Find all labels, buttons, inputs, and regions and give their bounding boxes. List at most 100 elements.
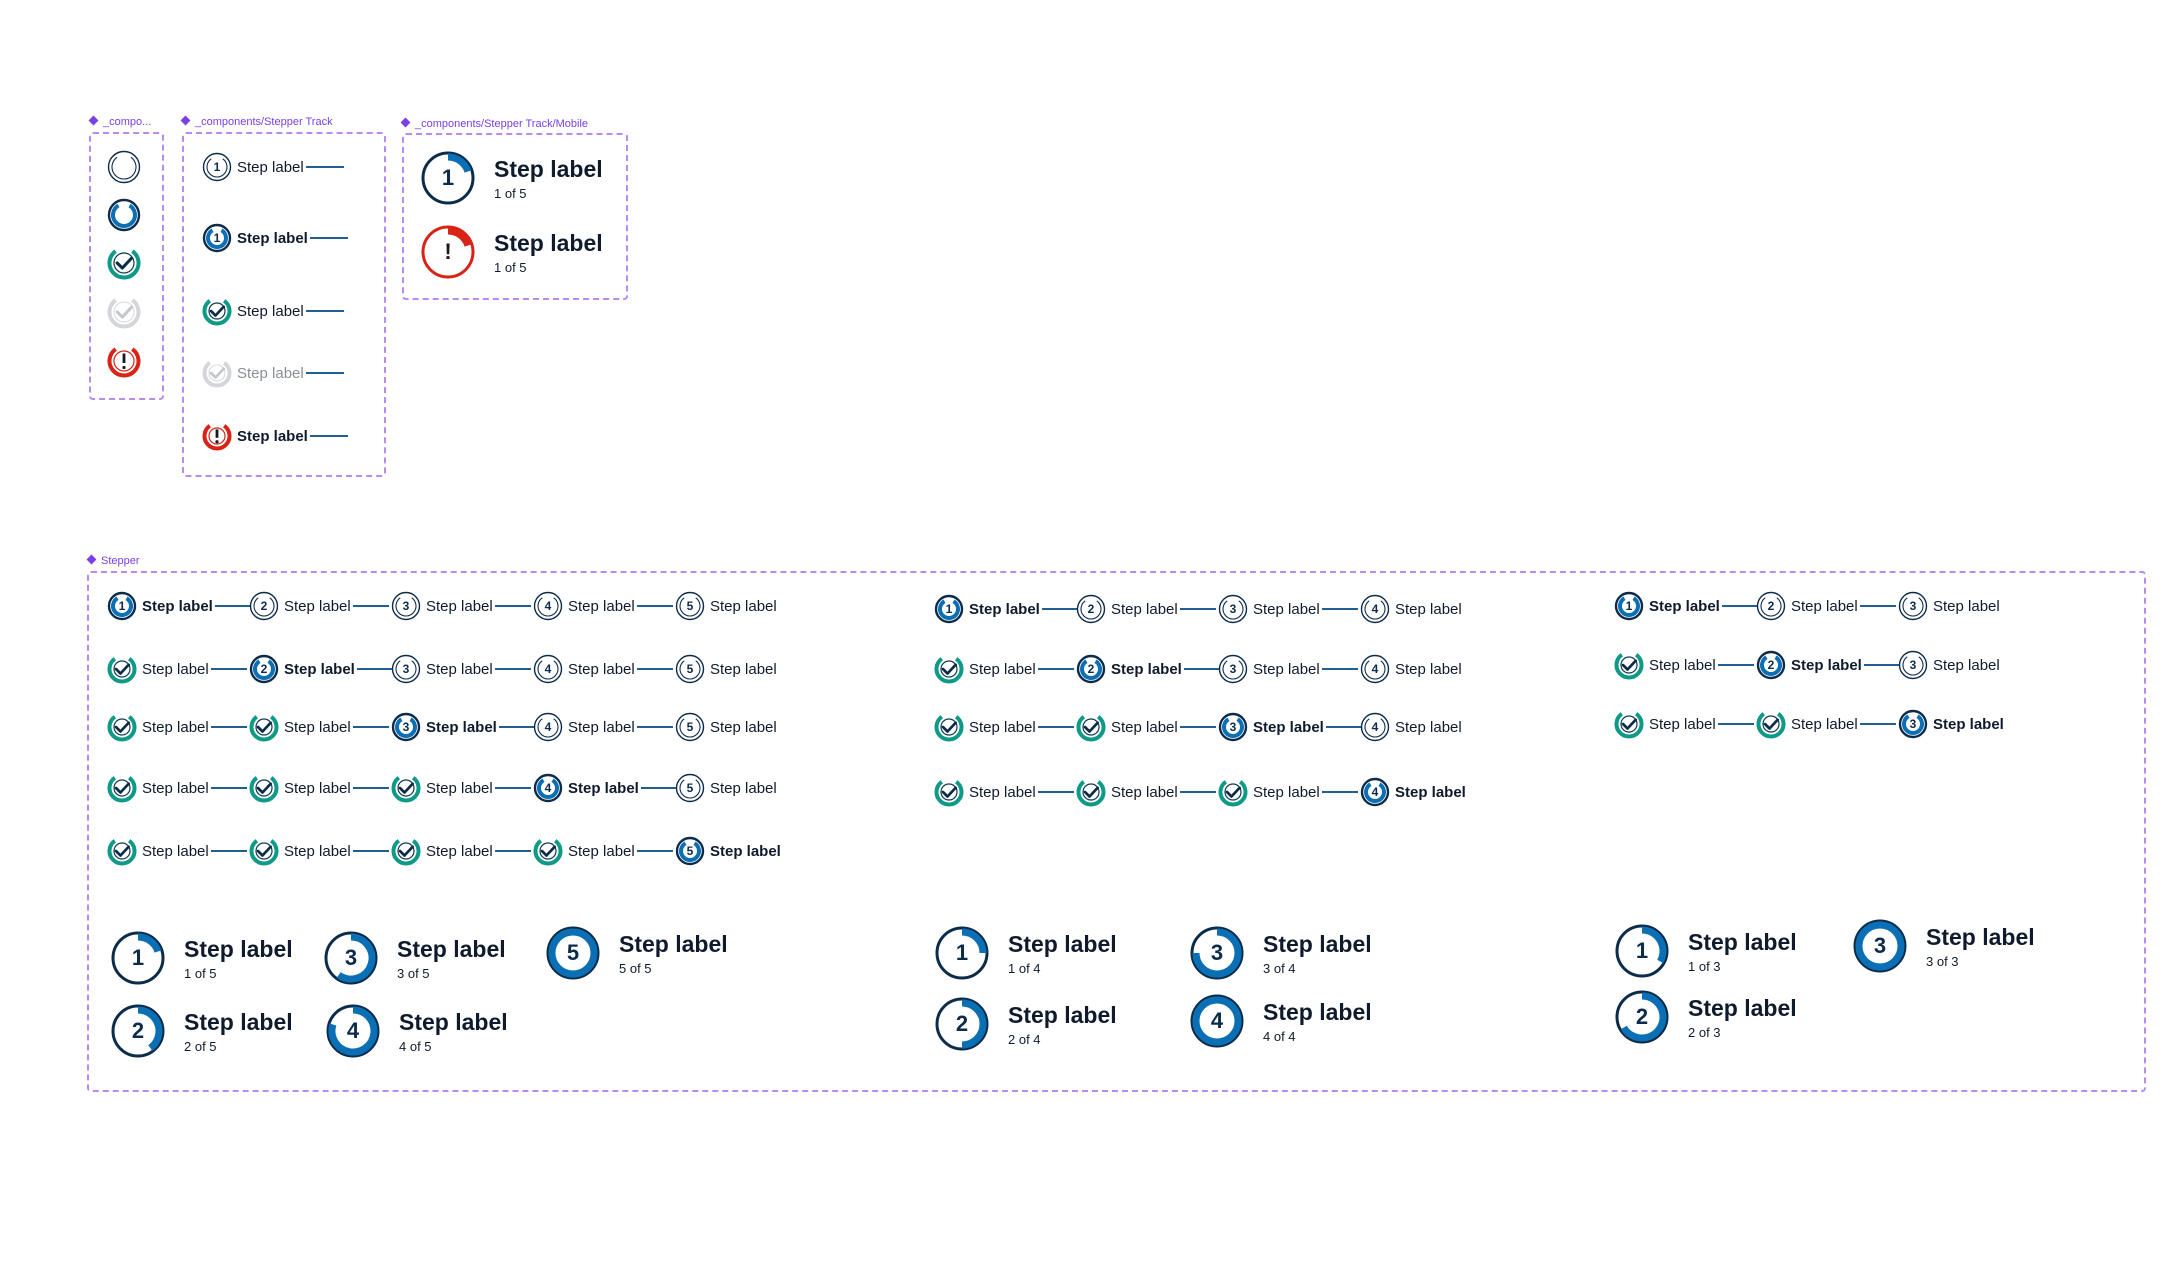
step-connector [640, 787, 677, 789]
step-connector [352, 605, 389, 607]
mobile-step-count: 1 of 3 [1688, 958, 1721, 974]
mobile-step-count: 2 of 5 [184, 1038, 217, 1054]
step-connector [636, 668, 673, 670]
stepper-step[interactable]: Step label [107, 773, 247, 803]
stepper-step[interactable]: Step label [1756, 709, 1896, 739]
stepper-step[interactable]: Step label [249, 773, 389, 803]
step-default-icon: 3 [1898, 650, 1928, 680]
stepper-step[interactable]: Step label [107, 712, 247, 742]
stepper-step[interactable]: Step label [1218, 777, 1358, 807]
stepper-step[interactable]: Step label [533, 836, 673, 866]
stepper-step[interactable]: Step label [934, 712, 1074, 742]
step-label: Step label [237, 158, 304, 176]
step-connector [1321, 791, 1358, 793]
stepper-step[interactable]: Step label [249, 836, 389, 866]
stepper-step[interactable]: Step label [934, 654, 1074, 684]
step-default-icon: 4 [533, 712, 563, 742]
step-connector [1321, 608, 1358, 610]
mobile-step-count: 3 of 4 [1263, 960, 1296, 976]
stepper-step[interactable]: Step label [1614, 650, 1754, 680]
frame-title-mobile: _components/Stepper Track/Mobile [400, 117, 588, 131]
step-default-icon: 4 [1360, 654, 1390, 684]
step-connector [1037, 668, 1074, 670]
stepper-step[interactable]: Step label [202, 421, 348, 451]
frame-title-track: _components/Stepper Track [180, 115, 333, 129]
step-label: Step label [568, 779, 639, 797]
stepper-step[interactable]: Step label [934, 777, 1074, 807]
stepper-step[interactable]: Step label [202, 296, 344, 326]
step-label: Step label [1111, 600, 1178, 618]
stepper-step[interactable]: Step label [202, 358, 344, 388]
stepper-step[interactable]: Step label [391, 836, 531, 866]
step-label: Step label [1253, 718, 1324, 736]
stepper-step[interactable]: Step label [1076, 777, 1216, 807]
step-connector [1863, 664, 1900, 666]
stepper-frame [87, 571, 2146, 1092]
stepper-step[interactable]: Step label [1614, 709, 1754, 739]
step-active-icon: 2 [249, 654, 279, 684]
step-connector [210, 668, 247, 670]
mobile-step-label: Step label [1688, 994, 1797, 1021]
stepper-step[interactable]: Step label [391, 773, 531, 803]
step-label: Step label [426, 660, 493, 678]
mobile-step-label: Step label [1688, 928, 1797, 955]
stepper-step[interactable]: Step label [107, 836, 247, 866]
stepper-step[interactable]: Step label [249, 712, 389, 742]
stepper-step[interactable]: Step label [1076, 712, 1216, 742]
step-connector [1179, 791, 1216, 793]
step-default-icon: 3 [1218, 594, 1248, 624]
step-connector [352, 787, 389, 789]
step-label: Step label [142, 842, 209, 860]
check-icon [391, 836, 421, 866]
step-label: Step label [710, 597, 777, 615]
stepper-step[interactable]: Step label [107, 654, 247, 684]
